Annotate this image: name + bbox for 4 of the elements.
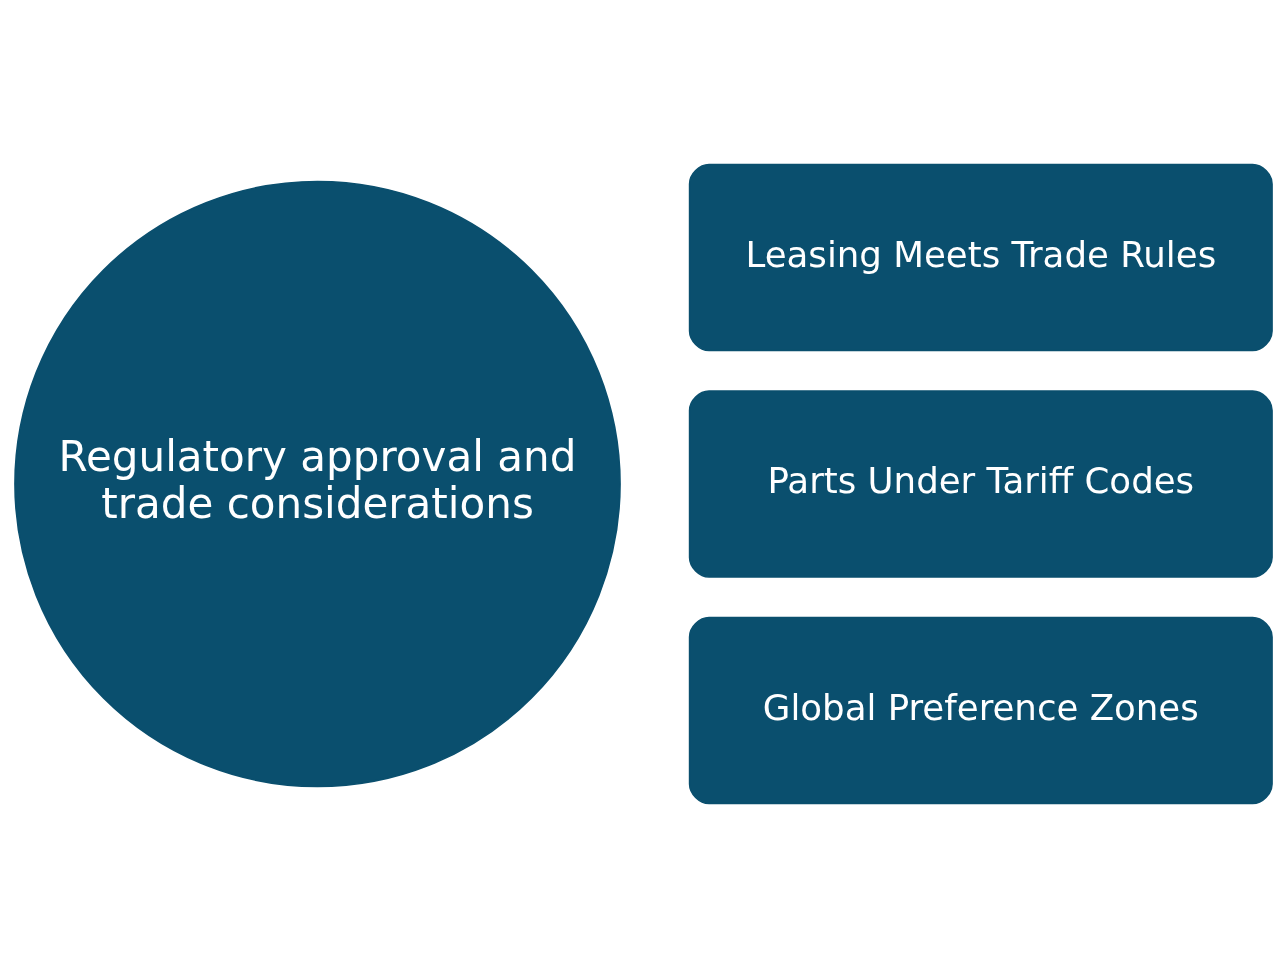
node-box: Leasing Meets Trade Rules: [688, 163, 1273, 351]
node-box: Global Preference Zones: [688, 616, 1273, 804]
node-circle: Regulatory approval and trade considerations: [14, 180, 621, 787]
node-box: Parts Under Tariff Codes: [688, 389, 1273, 578]
